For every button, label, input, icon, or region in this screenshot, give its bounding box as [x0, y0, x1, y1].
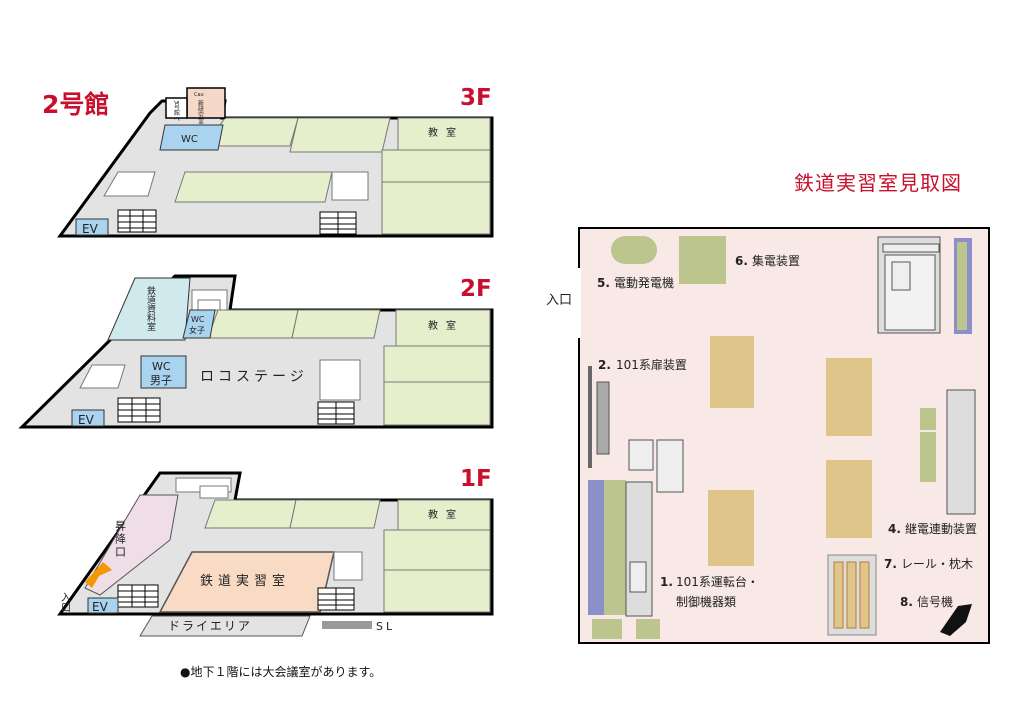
floor-3f-prof-room: 新研究室	[197, 99, 204, 124]
floor-1f-practice-room: 鉄道実習室	[200, 573, 290, 589]
floor-3f-to-bldg3: 3号館へ	[173, 100, 180, 122]
floor-2f-wc-female-2: 女子	[189, 325, 205, 335]
floor-2f-classroom: 教室	[428, 319, 464, 332]
floor-1f-sl: SL	[376, 620, 395, 633]
room-map-item-1: 101系運転台・	[676, 574, 759, 589]
room-map	[577, 227, 990, 644]
room-map-item-8: 信号機	[917, 594, 953, 609]
floor-3f	[57, 87, 494, 238]
building-name: 2号館	[42, 90, 109, 119]
room-map-item-7: レール・枕木	[901, 556, 973, 571]
floor-1f-classroom: 教室	[428, 508, 464, 521]
floor-2f	[18, 274, 494, 429]
room-map-item-no-6: 6.	[735, 254, 748, 268]
floor-3f-label: 3F	[460, 85, 492, 111]
floor-2f-railway-room: 鉄道資料室	[145, 285, 156, 331]
room-map-item-1-line2: 制御機器類	[676, 594, 736, 609]
floor-2f-wc-male-2: 男子	[150, 374, 172, 387]
floor-1f-entrance-hall: 昇降口	[114, 520, 127, 559]
floor-3f-wc: WC	[181, 134, 198, 145]
entrance-arrow-icon	[85, 562, 112, 588]
floor-3f-classroom: 教室	[428, 126, 464, 139]
floor-2f-label: 2F	[460, 276, 492, 302]
room-map-item-no-5: 5.	[597, 276, 610, 290]
floor-2f-wc-female-1: WC	[191, 315, 205, 324]
room-map-item-2: 101系扉装置	[616, 358, 687, 372]
room-map-item-4: 継電連動装置	[905, 521, 977, 536]
room-map-item-5: 電動発電機	[614, 275, 674, 290]
room-map-title: 鉄道実習室見取図	[794, 171, 962, 195]
room-map-item-6: 集電装置	[752, 253, 800, 268]
room-map-item-no-2: 2.	[598, 358, 611, 372]
signal-icon	[940, 604, 972, 636]
floor-1f-entrance-mark: 入口	[59, 592, 71, 612]
floor-1f	[57, 471, 494, 637]
floor-3f-ev: EV	[82, 222, 99, 236]
room-map-entrance: 入口	[546, 293, 572, 308]
floor-1f-ev: EV	[92, 600, 109, 614]
footnote: ●地下１階には大会議室があります。	[180, 664, 381, 679]
room-map-item-no-4: 4.	[888, 522, 901, 536]
floor-1f-dry-area: ドライエリア	[168, 619, 252, 633]
room-map-item-no-1: 1.	[660, 575, 673, 589]
floor-2f-ev: EV	[78, 413, 95, 427]
floor-3f-tag: Cau	[194, 92, 204, 98]
room-map-item-no-8: 8.	[900, 595, 913, 609]
room-map-item-no-7: 7.	[884, 557, 897, 571]
floor-2f-stage: ロコステージ	[200, 369, 308, 385]
floor-1f-label: 1F	[460, 466, 492, 492]
floor-2f-wc-male-1: WC	[152, 360, 171, 373]
